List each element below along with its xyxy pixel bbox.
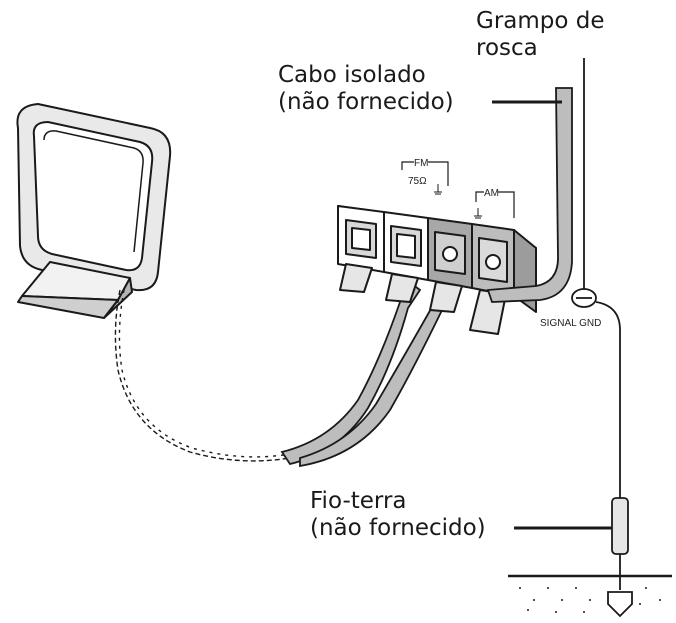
antenna-twisted-wire (114, 289, 291, 462)
ground-callout: Fio-terra (não fornecido) (310, 488, 486, 542)
terminal-block (337, 205, 537, 335)
insulated-cable (486, 87, 573, 303)
ground-symbol-icon (434, 184, 482, 219)
clamp-callout: Grampo de rosca (476, 8, 605, 62)
cable-label-line1: Cabo isolado (278, 62, 426, 88)
ohm-label: 75Ω (408, 176, 427, 187)
cable-callout: Cabo isolado (não fornecido) (278, 62, 454, 116)
signal-gnd-label: SIGNAL GND (540, 318, 601, 329)
clamp-rod (571, 58, 621, 590)
ground-label-line1: Fio-terra (310, 488, 407, 514)
ground-rod (508, 497, 672, 618)
terminal-labels (401, 161, 515, 218)
fm-label: FM (414, 158, 428, 169)
am-label: AM (484, 188, 499, 199)
cable-label-line2: (não fornecido) (278, 89, 454, 115)
loop-antenna (16, 103, 172, 319)
soil-dots (519, 587, 661, 613)
ground-label-line2: (não fornecido) (310, 515, 486, 541)
clamp-label-line1: Grampo de (476, 8, 605, 34)
clamp-label-line2: rosca (476, 35, 538, 61)
antenna-cable (280, 282, 458, 468)
